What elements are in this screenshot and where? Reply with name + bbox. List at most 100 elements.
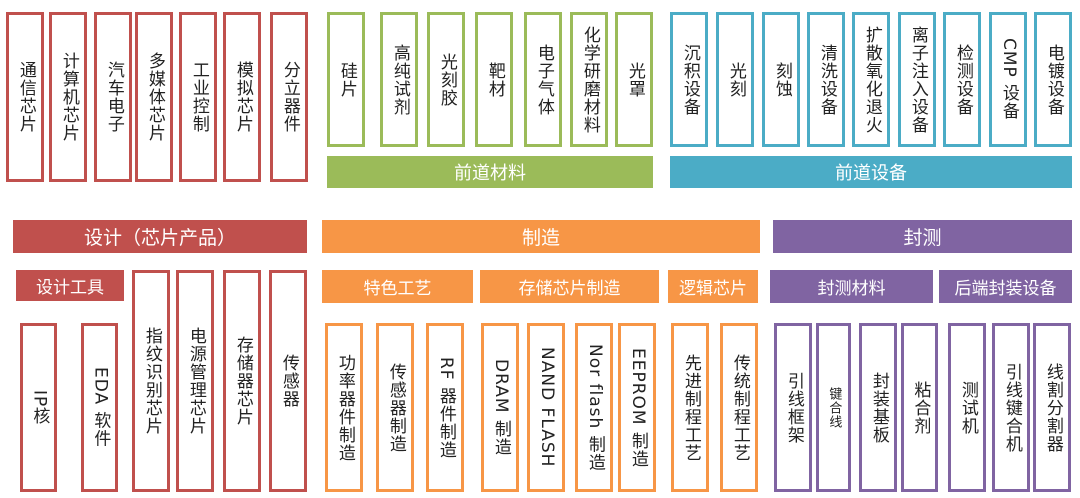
packaging-equipment-label: 测试机: [957, 380, 978, 435]
equipment-label: 光刻: [725, 61, 746, 98]
equipment-box: 离子注入设备: [898, 12, 936, 147]
material-label: 靶材: [484, 61, 505, 98]
packaging-equipment-box: 线割分割器: [1033, 323, 1071, 492]
packaging-equipment-label: 线割分割器: [1042, 362, 1063, 453]
packaging-material-label: 封装基板: [868, 371, 889, 444]
logic-label: 传统制程工艺: [729, 353, 750, 462]
material-label: 电子气体: [533, 43, 554, 116]
packaging-equipment-box: 测试机: [948, 323, 986, 492]
packaging-materials-bar: 封测材料: [770, 270, 933, 303]
product-label: 通信芯片: [15, 61, 36, 133]
packaging-material-label: 键合线: [826, 386, 842, 429]
material-box: 高纯试剂: [380, 12, 418, 147]
chip-box: 存储器芯片: [223, 270, 261, 492]
equipment-box: 光刻: [716, 12, 754, 147]
design-tools-bar: 设计工具: [16, 270, 124, 301]
chip-box: 指纹识别芯片: [132, 270, 170, 492]
equipment-label: CMP 设备: [998, 38, 1019, 121]
packaging-equipment-box: 引线键合机: [992, 323, 1030, 492]
equipment-label: 沉积设备: [679, 43, 700, 116]
product-box: 汽车电子: [94, 12, 132, 182]
chip-label: 指纹识别芯片: [141, 327, 162, 435]
memory-label: Nor flash 制造: [584, 343, 605, 472]
equipment-box: 清洗设备: [807, 12, 845, 147]
chip-label: 电源管理芯片: [185, 327, 206, 435]
equipment-label: 电镀设备: [1043, 43, 1064, 116]
special-process-bar: 特色工艺: [322, 270, 473, 303]
process-label: 功率器件制造: [334, 353, 355, 462]
product-label: 模拟芯片: [232, 61, 253, 133]
material-box: 光罩: [615, 12, 653, 147]
tool-label: EDA 软件: [90, 367, 111, 448]
equipment-label: 清洗设备: [816, 43, 837, 116]
packaging-material-box: 键合线: [816, 323, 851, 492]
chip-box: 传感器: [269, 270, 307, 492]
material-box: 硅片: [327, 12, 365, 147]
packaging-material-box: 引线框架: [774, 323, 812, 492]
product-label: 计算机芯片: [58, 52, 79, 142]
memory-box: NAND FLASH: [527, 323, 565, 492]
special-process-box: 传感器制造: [376, 323, 414, 492]
memory-box: EEPROM 制造: [618, 323, 656, 492]
logic-box: 传统制程工艺: [720, 323, 758, 492]
special-process-box: RF 器件制造: [426, 323, 464, 492]
memory-label: NAND FLASH: [536, 347, 557, 468]
manufacturing-bar: 制造: [322, 220, 760, 253]
product-box: 工业控制: [179, 12, 217, 182]
material-label: 光罩: [624, 61, 645, 98]
logic-chip-bar: 逻辑芯片: [668, 270, 758, 303]
equipment-label: 检测设备: [952, 43, 973, 116]
product-label: 分立器件: [279, 61, 300, 133]
chip-label: 存储器芯片: [232, 336, 253, 426]
equipment-box: 电镀设备: [1034, 12, 1072, 147]
memory-manufacturing-bar: 存储芯片制造: [480, 270, 659, 303]
product-box: 计算机芯片: [49, 12, 87, 182]
logic-label: 先进制程工艺: [680, 353, 701, 462]
product-box: 多媒体芯片: [135, 12, 173, 182]
material-label: 硅片: [336, 61, 357, 98]
special-process-box: 功率器件制造: [325, 323, 363, 492]
equipment-box: CMP 设备: [989, 12, 1027, 147]
tool-box: IP核: [20, 323, 57, 492]
equipment-label: 刻蚀: [771, 61, 792, 98]
memory-label: DRAM 制造: [490, 359, 511, 456]
product-box: 分立器件: [270, 12, 308, 182]
tool-box: EDA 软件: [81, 323, 118, 492]
design-bar: 设计（芯片产品）: [13, 220, 307, 253]
material-label: 光刻胶: [436, 52, 457, 107]
material-box: 电子气体: [524, 12, 562, 147]
logic-box: 先进制程工艺: [671, 323, 709, 492]
material-box: 光刻胶: [427, 12, 465, 147]
equipment-label: 离子注入设备: [907, 25, 928, 134]
material-label: 高纯试剂: [389, 43, 410, 116]
equipment-box: 刻蚀: [762, 12, 800, 147]
process-label: 传感器制造: [385, 362, 406, 453]
memory-label: EEPROM 制造: [627, 347, 648, 468]
chip-label: 传感器: [278, 354, 299, 408]
chip-box: 电源管理芯片: [176, 270, 214, 492]
equipment-box: 沉积设备: [670, 12, 708, 147]
product-label: 工业控制: [188, 61, 209, 133]
memory-box: Nor flash 制造: [575, 323, 613, 492]
material-box: 化学研磨材料: [570, 12, 608, 147]
process-label: RF 器件制造: [435, 356, 456, 459]
equipment-box: 检测设备: [943, 12, 981, 147]
packaging-material-box: 封装基板: [859, 323, 897, 492]
packaging-bar: 封测: [773, 220, 1072, 253]
packaging-material-label: 粘合剂: [910, 380, 931, 435]
packaging-equipment-label: 引线键合机: [1001, 362, 1022, 453]
packaging-material-box: 粘合剂: [901, 323, 938, 492]
equipment-box: 扩散氧化退火: [852, 12, 890, 147]
memory-box: DRAM 制造: [481, 323, 519, 492]
front-equipment-bar: 前道设备: [670, 156, 1072, 188]
material-box: 靶材: [475, 12, 513, 147]
product-box: 通信芯片: [6, 12, 44, 182]
material-label: 化学研磨材料: [579, 25, 600, 134]
equipment-label: 扩散氧化退火: [861, 25, 882, 134]
product-label: 汽车电子: [103, 61, 124, 133]
front-materials-bar: 前道材料: [327, 156, 653, 188]
packaging-material-label: 引线框架: [783, 371, 804, 444]
product-box: 模拟芯片: [223, 12, 261, 182]
tool-label: IP核: [29, 389, 50, 426]
product-label: 多媒体芯片: [144, 52, 165, 142]
